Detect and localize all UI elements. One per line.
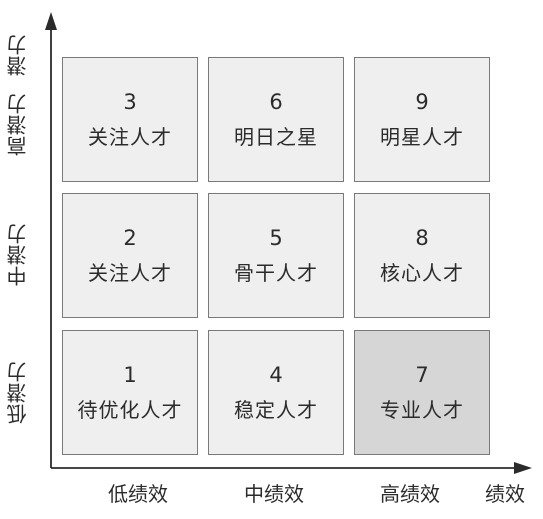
cell-label: 待优化人才 bbox=[77, 398, 183, 422]
cell-mid-potential-low-performance: 2 关注人才 bbox=[62, 193, 198, 318]
x-label-mid: 中绩效 bbox=[244, 482, 304, 506]
cell-number: 6 bbox=[269, 90, 283, 114]
y-axis-arrow bbox=[45, 12, 57, 30]
cell-low-potential-high-performance: 7 专业人才 bbox=[354, 330, 490, 455]
cell-number: 7 bbox=[415, 363, 429, 387]
cell-high-potential-mid-performance: 6 明日之星 bbox=[208, 57, 344, 182]
cell-label: 骨干人才 bbox=[234, 261, 318, 285]
y-label-mid: 中潜力 bbox=[6, 223, 30, 287]
cell-mid-potential-mid-performance: 5 骨干人才 bbox=[208, 193, 344, 318]
x-axis-arrow bbox=[514, 462, 532, 474]
cell-high-potential-low-performance: 3 关注人才 bbox=[62, 57, 198, 182]
cell-label: 明星人才 bbox=[380, 125, 464, 149]
x-label-high: 高绩效 bbox=[380, 482, 440, 506]
x-axis-title: 绩效 bbox=[485, 482, 525, 506]
cell-low-potential-low-performance: 1 待优化人才 bbox=[62, 330, 198, 455]
cell-mid-potential-high-performance: 8 核心人才 bbox=[354, 193, 490, 318]
cell-number: 1 bbox=[123, 363, 137, 387]
cell-label: 关注人才 bbox=[88, 261, 172, 285]
x-label-low: 低绩效 bbox=[108, 482, 168, 506]
cell-label: 专业人才 bbox=[380, 398, 464, 422]
cell-label: 稳定人才 bbox=[234, 398, 318, 422]
cell-number: 3 bbox=[123, 90, 137, 114]
cell-number: 5 bbox=[269, 226, 283, 250]
cell-number: 8 bbox=[415, 226, 429, 250]
y-axis-title: 潜力 bbox=[6, 34, 30, 76]
cell-label: 核心人才 bbox=[380, 261, 464, 285]
cell-label: 关注人才 bbox=[88, 125, 172, 149]
y-label-low: 低潜力 bbox=[6, 361, 30, 425]
cell-label: 明日之星 bbox=[234, 125, 318, 149]
cell-low-potential-mid-performance: 4 稳定人才 bbox=[208, 330, 344, 455]
cell-high-potential-high-performance: 9 明星人才 bbox=[354, 57, 490, 182]
cell-number: 4 bbox=[269, 363, 283, 387]
y-label-high: 高潜力 bbox=[6, 93, 30, 157]
cell-number: 2 bbox=[123, 226, 137, 250]
cell-number: 9 bbox=[415, 90, 429, 114]
